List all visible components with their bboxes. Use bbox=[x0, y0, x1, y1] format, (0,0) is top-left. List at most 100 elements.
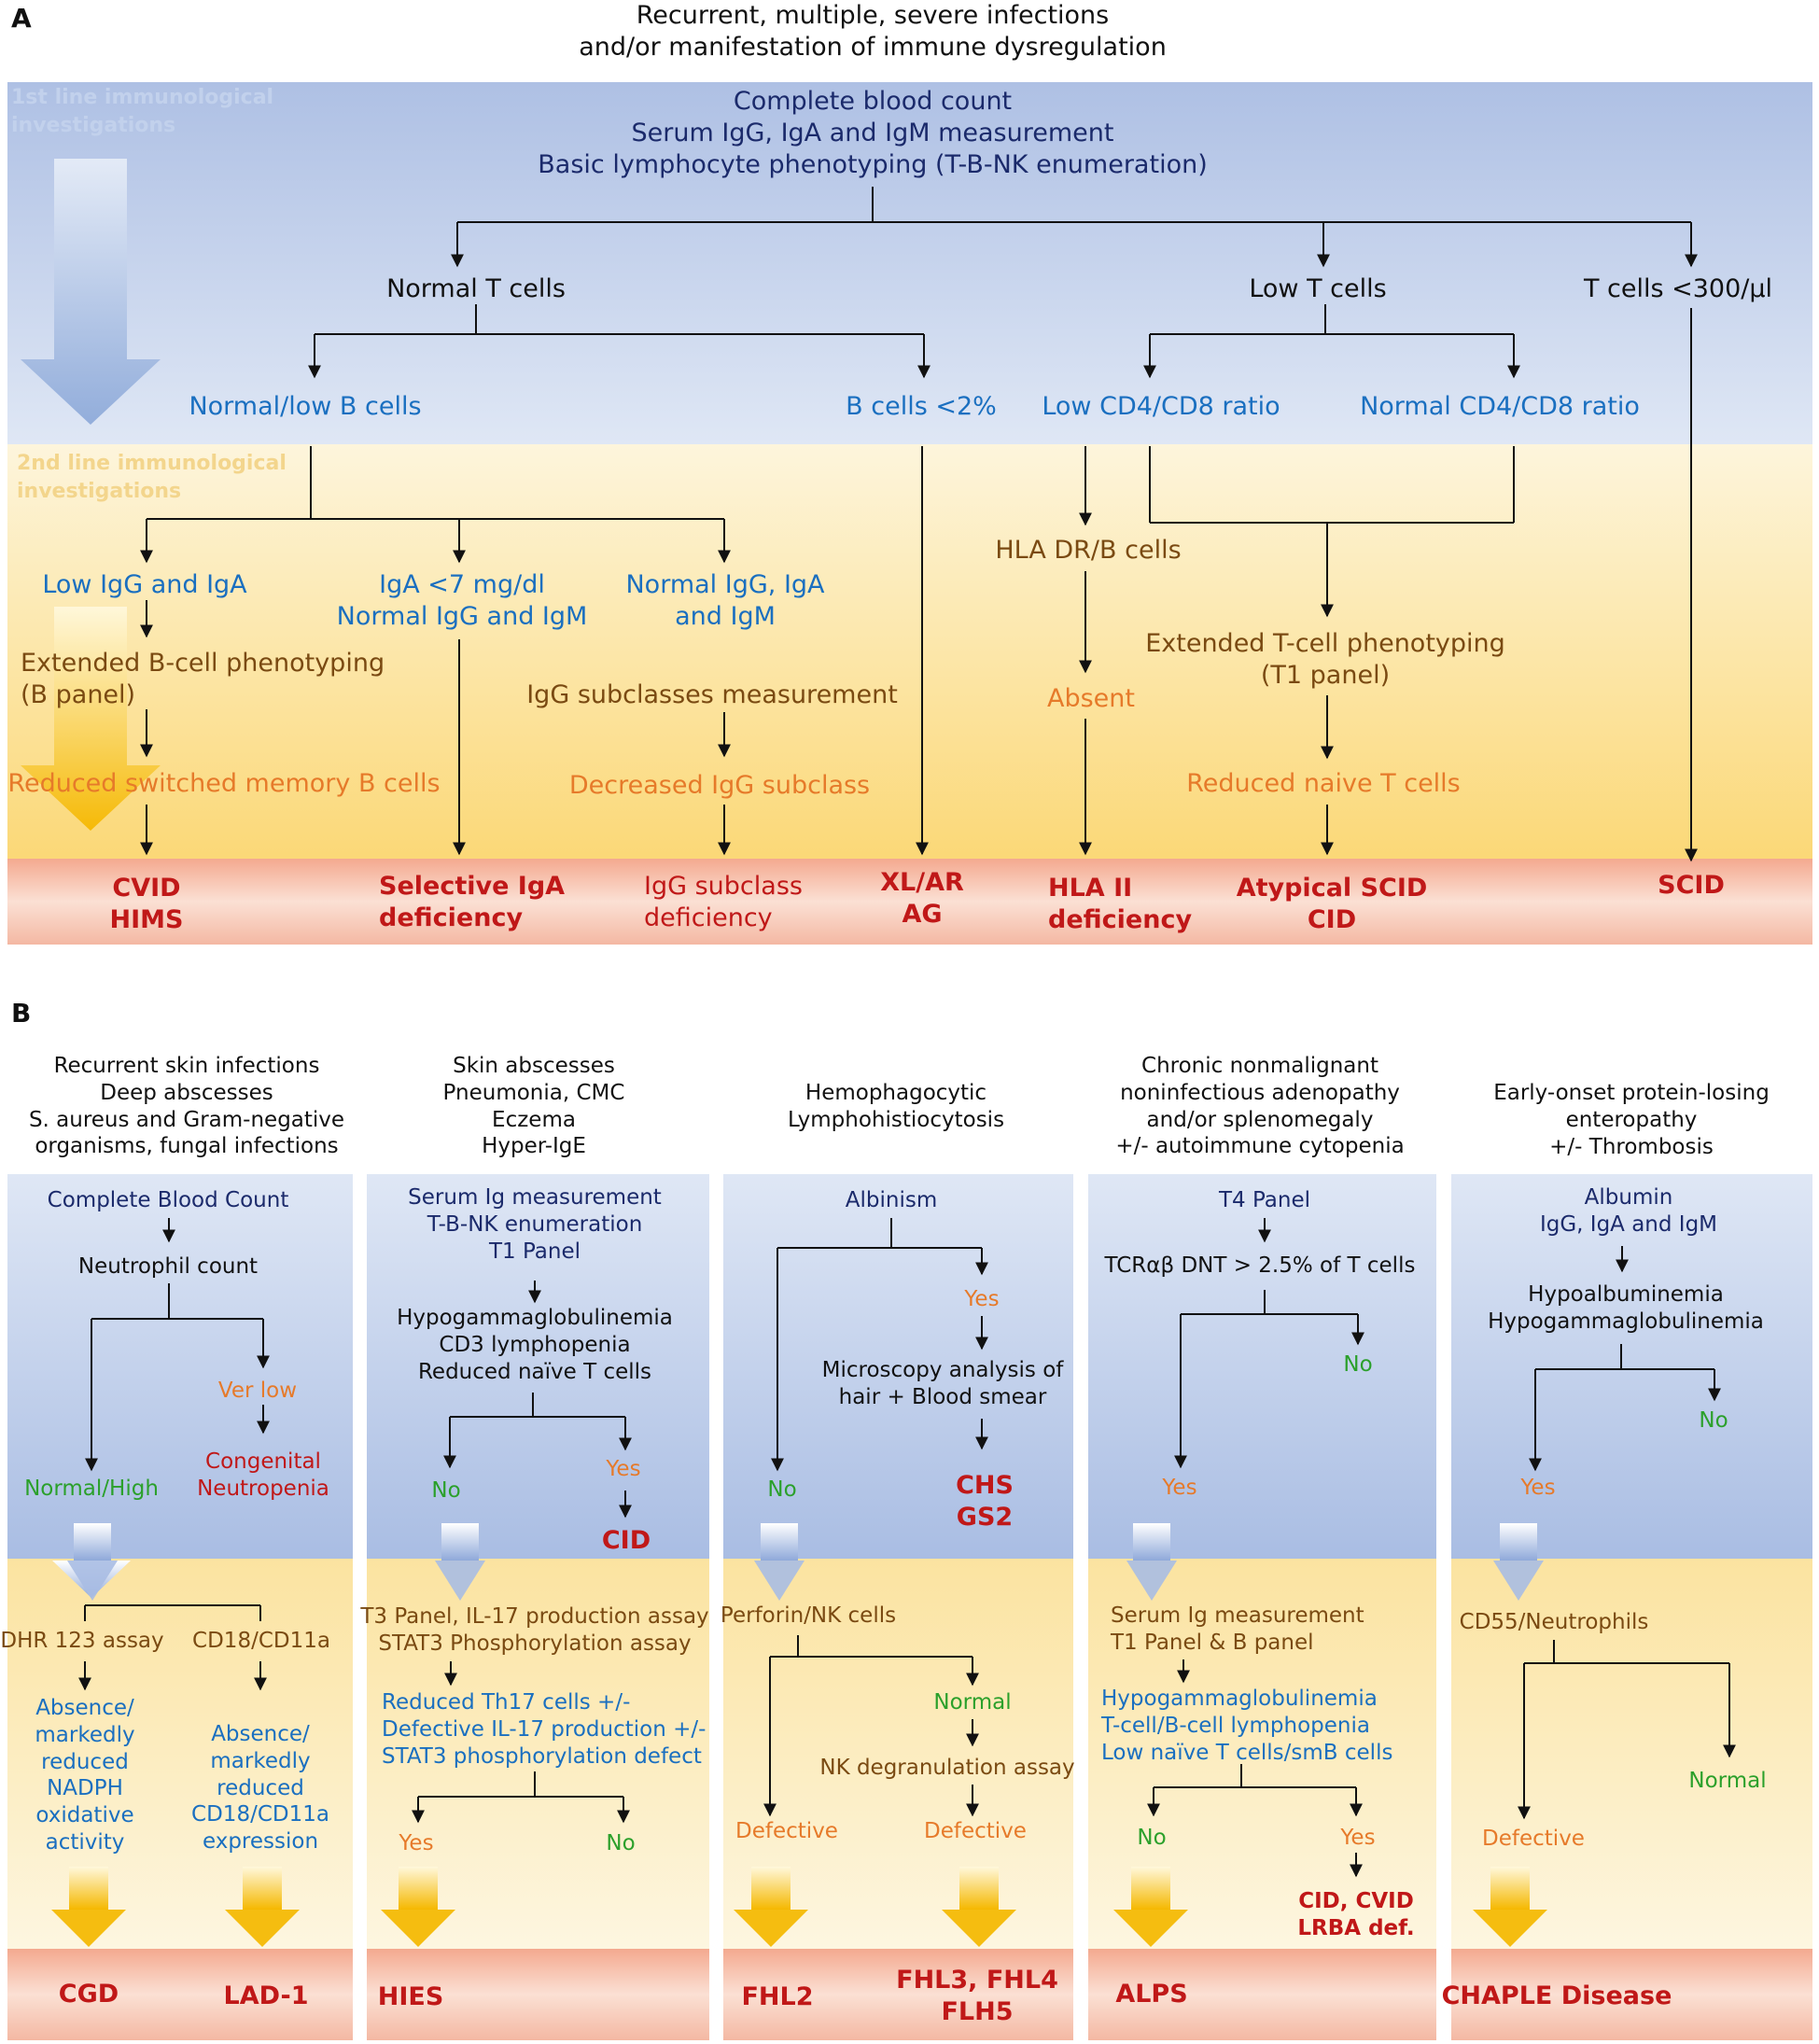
result-lad1: LAD-1 bbox=[223, 1981, 309, 2010]
second-line-arrow-icon bbox=[21, 607, 161, 831]
first-line-arrow-icon bbox=[21, 159, 161, 425]
panel-a-title-2: and/or manifestation of immune dysregula… bbox=[579, 33, 1167, 62]
top-test-3: Basic lymphocyte phenotyping (T-B-NK enu… bbox=[538, 150, 1208, 179]
col3-perforin: Perforin/NK cells bbox=[720, 1603, 897, 1628]
col1-normal-high: Normal/High bbox=[24, 1477, 159, 1501]
col1-dhr: DHR 123 assay bbox=[0, 1629, 164, 1653]
col4-no: No bbox=[1343, 1352, 1373, 1377]
panel-a-letter: A bbox=[11, 3, 32, 34]
col2-yes: Yes bbox=[606, 1457, 641, 1481]
iga-7-line2: Normal IgG and IgM bbox=[336, 602, 588, 631]
col4-yes: Yes bbox=[1162, 1476, 1197, 1500]
col3-normal: Normal bbox=[933, 1690, 1012, 1715]
col4-tcr: TCRαβ DNT > 2.5% of T cells bbox=[1104, 1253, 1416, 1278]
panel-a-connectors bbox=[140, 187, 1698, 862]
panel-b-yellow-arrows bbox=[51, 1867, 1547, 1947]
panel-b-letter: B bbox=[11, 998, 32, 1029]
ext-b-line1: Extended B-cell phenotyping bbox=[21, 649, 385, 678]
ext-b-line2: (B panel) bbox=[21, 680, 136, 709]
low-t-cells: Low T cells bbox=[1249, 274, 1387, 303]
absent: Absent bbox=[1047, 684, 1135, 713]
top-test-2: Serum IgG, IgA and IgM measurement bbox=[631, 119, 1114, 147]
top-test-1: Complete blood count bbox=[733, 87, 1013, 116]
normal-cd4-cd8: Normal CD4/CD8 ratio bbox=[1360, 392, 1640, 421]
col2-cid: CID bbox=[601, 1526, 651, 1555]
result-chaple: CHAPLE Disease bbox=[1441, 1981, 1672, 2010]
first-line-band bbox=[7, 82, 1812, 444]
result-fhl2: FHL2 bbox=[741, 1982, 814, 2011]
normal-igg-line2: and IgM bbox=[675, 602, 776, 631]
panel-b-connectors bbox=[78, 1218, 1736, 1878]
low-igg-iga: Low IgG and IgA bbox=[42, 570, 247, 599]
col5-normal: Normal bbox=[1688, 1769, 1767, 1793]
t-cells-300: T cells <300/μl bbox=[1583, 274, 1773, 303]
normal-t-cells: Normal T cells bbox=[386, 274, 566, 303]
col1-ver-low: Ver low bbox=[217, 1379, 298, 1403]
col2-yes-2: Yes bbox=[399, 1831, 434, 1855]
col5-no: No bbox=[1699, 1408, 1728, 1433]
col1-cbc: Complete Blood Count bbox=[47, 1188, 289, 1212]
col3-no: No bbox=[767, 1477, 797, 1502]
b-cells-2: B cells <2% bbox=[846, 392, 997, 421]
ext-t-line2: (T1 panel) bbox=[1260, 661, 1391, 690]
normal-igg-line1: Normal IgG, IgA bbox=[625, 570, 825, 599]
col2-reduced: Reduced Th17 cells +/-Defective IL-17 pr… bbox=[382, 1690, 707, 1769]
iga-7-line1: IgA <7 mg/dl bbox=[379, 570, 545, 599]
result-cgd: CGD bbox=[58, 1980, 119, 2009]
ext-t-line1: Extended T-cell phenotyping bbox=[1145, 629, 1505, 658]
low-cd4-cd8: Low CD4/CD8 ratio bbox=[1042, 392, 1280, 421]
panel-b-transition-arrows bbox=[52, 1523, 1544, 1601]
reduced-switched-b: Reduced switched memory B cells bbox=[7, 769, 441, 798]
result-hies: HIES bbox=[377, 1982, 444, 2011]
second-line-band bbox=[7, 444, 1812, 859]
col3-albinism: Albinism bbox=[845, 1188, 938, 1212]
col5-yes: Yes bbox=[1520, 1476, 1556, 1500]
hla-dr-b: HLA DR/B cells bbox=[995, 536, 1182, 565]
col2-no: No bbox=[431, 1478, 461, 1503]
col3-defective-1: Defective bbox=[735, 1819, 838, 1843]
col1-neutrophil: Neutrophil count bbox=[77, 1254, 259, 1279]
result-scid: SCID bbox=[1658, 871, 1725, 900]
col2-no-2: No bbox=[606, 1831, 636, 1855]
col4-yes-2: Yes bbox=[1340, 1826, 1376, 1850]
panel-a-title-1: Recurrent, multiple, severe infections bbox=[636, 1, 1110, 30]
col5-cd55: CD55/Neutrophils bbox=[1459, 1610, 1649, 1634]
col3-yes: Yes bbox=[964, 1287, 1000, 1311]
normal-low-b-cells: Normal/low B cells bbox=[189, 392, 422, 421]
result-band-a bbox=[7, 859, 1812, 945]
col3-nk-degranulation: NK degranulation assay bbox=[819, 1756, 1075, 1780]
col1-cd18: CD18/CD11a bbox=[192, 1629, 330, 1653]
igg-subclass-meas: IgG subclasses measurement bbox=[526, 680, 898, 709]
result-alps: ALPS bbox=[1115, 1980, 1188, 2009]
col4-no-2: No bbox=[1137, 1826, 1167, 1850]
col4-t4: T4 Panel bbox=[1218, 1188, 1311, 1212]
